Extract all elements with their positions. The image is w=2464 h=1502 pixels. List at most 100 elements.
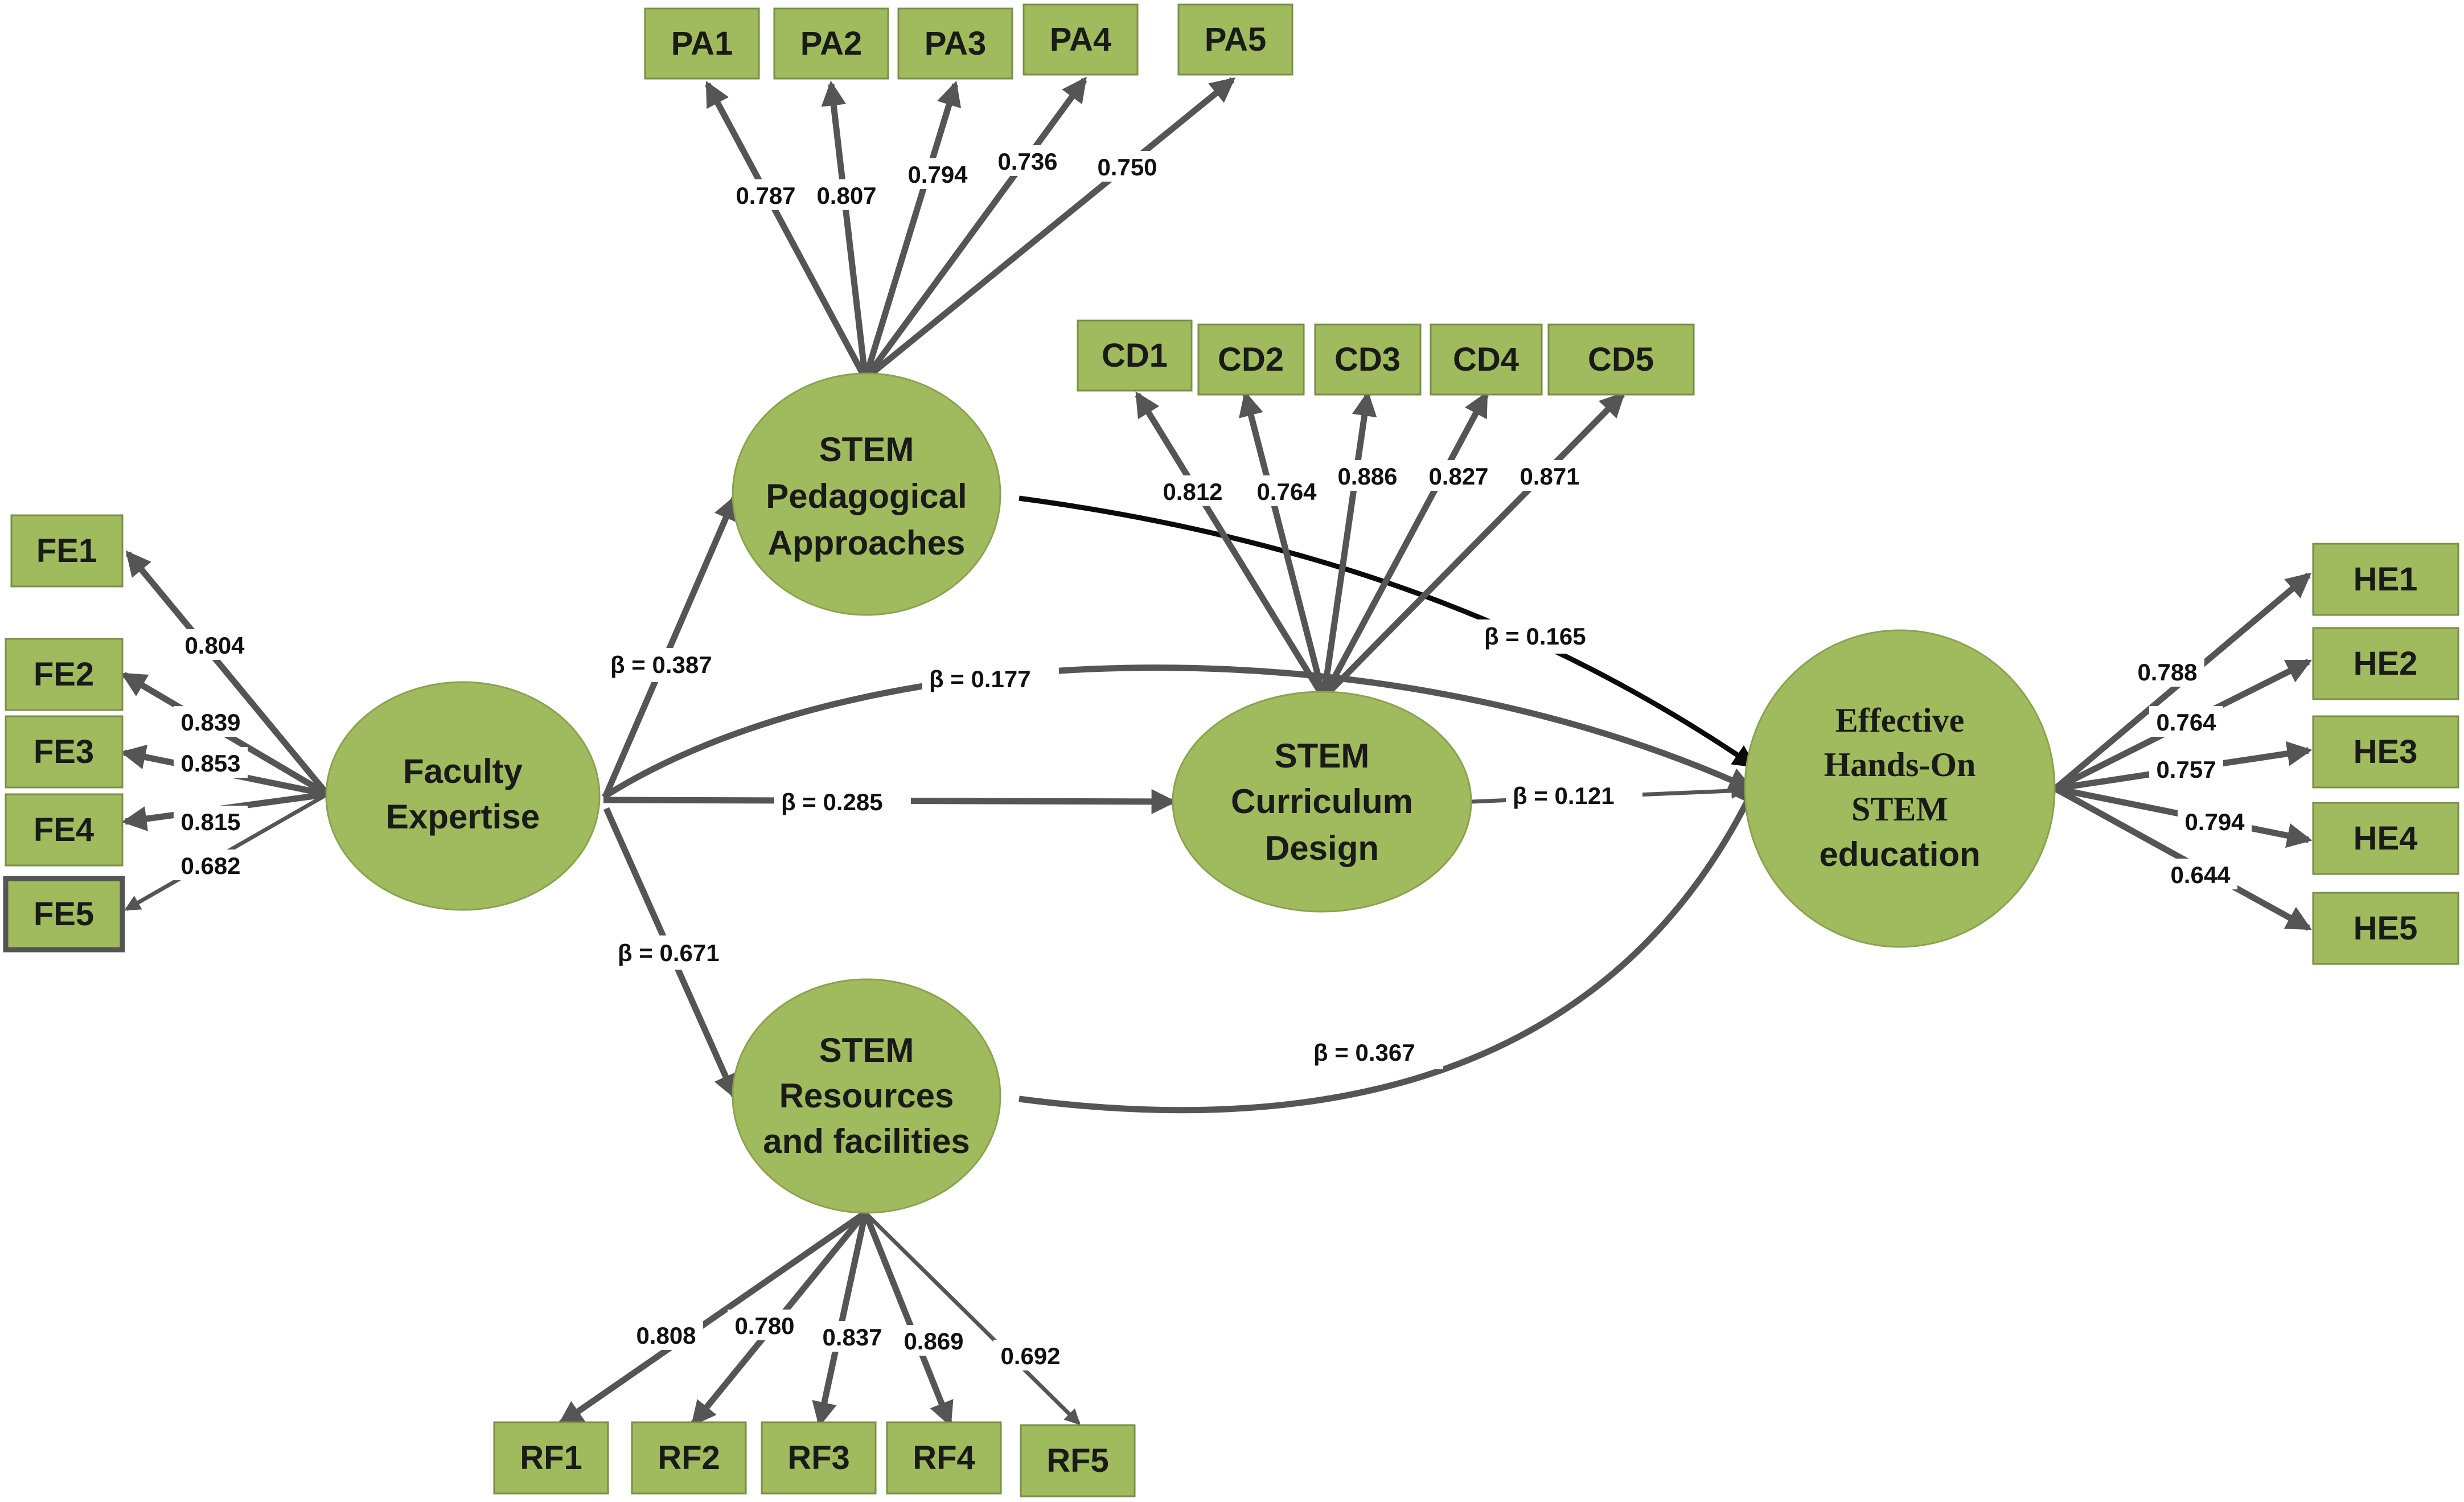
coef-rf-he: β = 0.367 — [1313, 1039, 1415, 1066]
indicator-fe1: FE1 — [10, 514, 124, 588]
arrow-cd-cd2 — [1239, 391, 1327, 699]
indicator-pa1: PA1 — [644, 7, 760, 80]
arrow-rf-rf1 — [557, 1210, 868, 1426]
indicator-label: PA5 — [1205, 21, 1267, 58]
loading-he1: 0.788 — [2137, 659, 2197, 686]
loading-cd5: 0.871 — [1520, 463, 1579, 490]
construct-label: and facilities — [763, 1122, 970, 1160]
construct-label: Expertise — [386, 798, 540, 836]
loading-rf3: 0.837 — [822, 1324, 882, 1351]
indicator-rf2: RF2 — [631, 1421, 747, 1495]
loading-he2: 0.764 — [2156, 709, 2216, 736]
construct-label: Resources — [779, 1077, 954, 1115]
indicator-cd1: CD1 — [1077, 319, 1193, 392]
indicator-label: CD4 — [1453, 341, 1519, 378]
indicator-fe3: FE3 — [5, 715, 124, 789]
loadings-cd: 0.812 0.764 0.886 0.827 0.871 — [1156, 460, 1587, 506]
coef-fe-cd: β = 0.285 — [781, 789, 883, 815]
indicator-rf4: RF4 — [886, 1421, 1002, 1495]
construct-curriculum-design: STEM Curriculum Design — [1172, 691, 1472, 913]
loading-pa3: 0.794 — [907, 161, 968, 188]
indicator-label: RF5 — [1046, 1442, 1109, 1479]
construct-label: Hands-On — [1824, 746, 1976, 783]
loading-pa5: 0.750 — [1097, 154, 1157, 180]
arrow-pa-pa2 — [821, 80, 869, 379]
indicator-pa5: PA5 — [1177, 3, 1293, 76]
arrow-cd-cd4 — [1321, 391, 1489, 699]
loadings-he: 0.788 0.764 0.757 0.794 0.644 — [2130, 656, 2252, 889]
arrow-rf-rf5 — [864, 1211, 1081, 1425]
indicators-cd: CD1 CD2 CD3 CD4 CD5 — [1077, 319, 1695, 396]
coef-cd-he: β = 0.121 — [1513, 782, 1615, 809]
indicator-rf3: RF3 — [761, 1421, 877, 1495]
loading-cd3: 0.886 — [1337, 463, 1397, 490]
path-pa-to-he — [1019, 495, 1757, 768]
construct-label: STEM — [1851, 790, 1948, 828]
arrow-rf-rf4 — [862, 1211, 954, 1427]
indicators-fe: FE1 FE2 FE3 FE4 FE5 — [3, 514, 125, 953]
indicator-label: RF1 — [520, 1439, 582, 1476]
path-coefficients: β = 0.387 β = 0.285 β = 0.671 β = 0.177 … — [603, 619, 1642, 1069]
loading-fe4: 0.815 — [180, 809, 240, 835]
construct-label: Design — [1265, 829, 1379, 867]
indicators-he: HE1 HE2 HE3 HE4 HE5 — [2312, 543, 2459, 965]
arrow-pa-pa4 — [863, 76, 1087, 381]
loading-fe1: 0.804 — [184, 632, 245, 659]
path-fe-to-he — [602, 664, 1755, 800]
indicator-fe4: FE4 — [5, 793, 124, 867]
indicator-label: HE4 — [2354, 820, 2418, 857]
loading-rf5: 0.692 — [1000, 1343, 1060, 1369]
indicator-label: PA2 — [800, 25, 863, 62]
construct-label: Effective — [1835, 701, 1965, 739]
loading-cd2: 0.764 — [1256, 478, 1317, 505]
indicator-fe5: FE5 — [3, 876, 125, 953]
loading-he3: 0.757 — [2156, 756, 2216, 783]
indicator-pa2: PA2 — [773, 7, 889, 80]
loading-rf2: 0.780 — [734, 1312, 794, 1339]
indicator-label: FE3 — [34, 733, 94, 770]
indicator-label: RF4 — [913, 1439, 975, 1476]
indicator-cd4: CD4 — [1430, 323, 1543, 396]
construct-label: Approaches — [768, 524, 966, 562]
loading-fe2: 0.839 — [180, 709, 240, 736]
loading-pa4: 0.736 — [997, 148, 1057, 175]
coef-pa-he: β = 0.165 — [1484, 623, 1586, 650]
arrow-pa-pa5 — [863, 77, 1236, 381]
indicator-cd3: CD3 — [1314, 323, 1422, 396]
indicator-label: FE5 — [34, 896, 94, 933]
arrow-pa-pa1 — [705, 81, 868, 380]
indicator-label: HE1 — [2354, 561, 2418, 598]
construct-effective-hands-on-stem: Effective Hands-On STEM education — [1744, 629, 2056, 948]
construct-label: STEM — [1275, 737, 1370, 775]
indicators-rf: RF1 RF2 RF3 RF4 RF5 — [493, 1421, 1136, 1497]
indicator-he5: HE5 — [2312, 892, 2459, 965]
loading-pa2: 0.807 — [816, 182, 876, 209]
construct-label: STEM — [819, 1031, 914, 1069]
loading-rf4: 0.869 — [904, 1328, 963, 1355]
path-fe-to-pa — [603, 494, 738, 796]
arrow-fe-fe1 — [125, 550, 330, 797]
indicator-label: FE1 — [36, 532, 97, 569]
indicator-he1: HE1 — [2312, 543, 2459, 616]
indicator-label: RF2 — [658, 1439, 720, 1476]
indicator-he4: HE4 — [2312, 802, 2459, 875]
indicator-label: HE5 — [2354, 910, 2418, 947]
loading-he4: 0.794 — [2184, 809, 2245, 835]
measurement-arrows — [120, 76, 2313, 1427]
indicator-label: PA4 — [1050, 21, 1112, 58]
loading-fe3: 0.853 — [180, 750, 240, 777]
indicator-label: CD1 — [1102, 337, 1168, 374]
construct-label: education — [1819, 835, 1980, 873]
loadings-pa: 0.787 0.807 0.794 0.736 0.750 — [729, 145, 1164, 210]
loading-fe5: 0.682 — [180, 852, 240, 879]
coef-fe-pa: β = 0.387 — [610, 651, 712, 678]
indicator-label: FE2 — [34, 656, 94, 693]
construct-pedagogical-approaches: STEM Pedagogical Approaches — [732, 372, 1001, 616]
indicator-cd5: CD5 — [1547, 323, 1695, 396]
construct-label: Curriculum — [1231, 782, 1413, 820]
indicator-label: RF3 — [787, 1439, 850, 1476]
indicator-label: PA1 — [671, 25, 733, 62]
arrow-rf-rf3 — [812, 1212, 869, 1427]
indicator-label: HE3 — [2354, 733, 2418, 770]
